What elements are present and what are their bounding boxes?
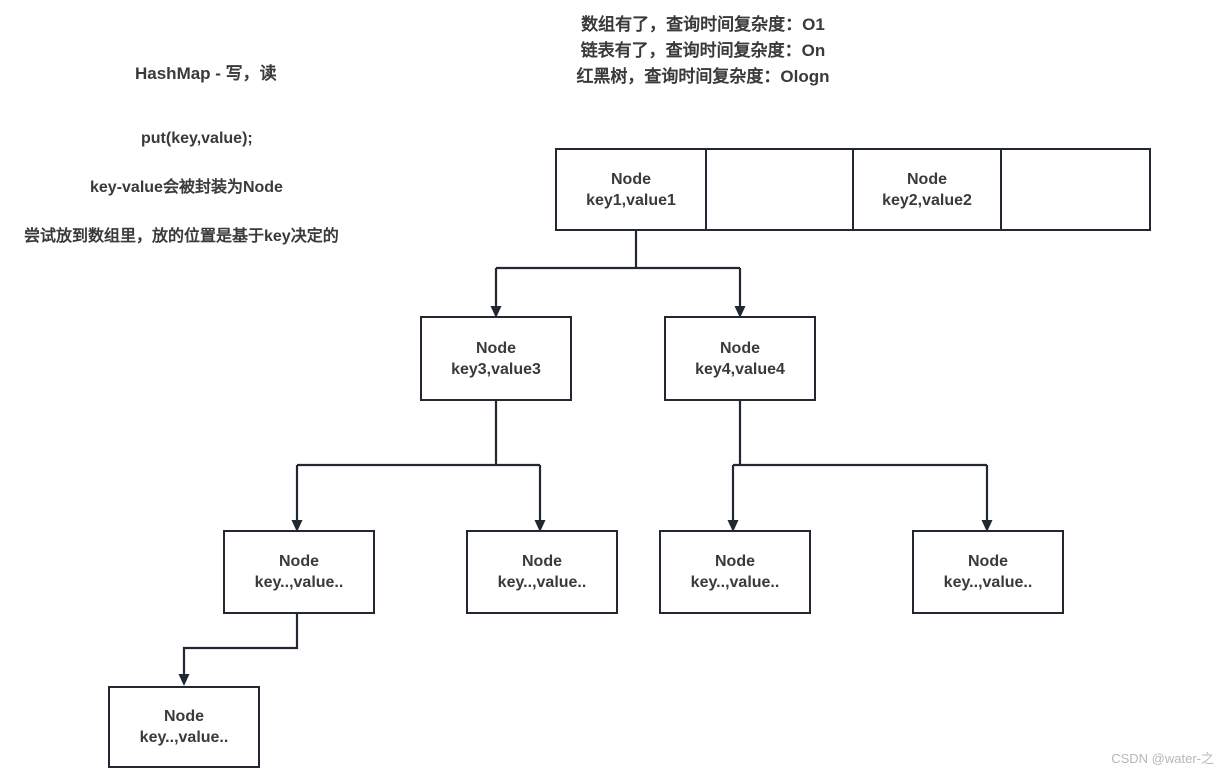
array-cell-0[interactable]: Node key1,value1 <box>557 150 707 229</box>
node-leaf-2-line1: Node <box>522 553 562 570</box>
complexity-note-linkedlist: 链表有了，查询时间复杂度：On <box>580 41 826 60</box>
array-cell-2-line1: Node <box>907 170 947 188</box>
node-leaf-4[interactable]: Node key..,value.. <box>912 530 1064 614</box>
wire-leaf1-to-bottom <box>182 613 299 680</box>
array-cell-2-line2: key2,value2 <box>882 191 972 209</box>
note-node-wrap: key-value会被封装为Node <box>90 179 283 196</box>
array-cell-2[interactable]: Node key2,value2 <box>854 150 1002 229</box>
note-array-placement: 尝试放到数组里，放的位置是基于key决定的 <box>24 228 339 245</box>
node-key4-line2: key4,value4 <box>695 360 785 378</box>
node-leaf-1-line1: Node <box>279 553 319 570</box>
node-leaf-bottom-line1: Node <box>164 708 204 725</box>
arrowhead-bottom-node <box>178 674 190 686</box>
complexity-note-array: 数组有了，查询时间复杂度：O1 <box>581 15 825 34</box>
node-leaf-4-line1: Node <box>968 553 1008 570</box>
node-key4-line1: Node <box>720 339 760 357</box>
diagram-title: HashMap - 写，读 <box>135 64 277 83</box>
array-cell-0-line1: Node <box>611 170 651 188</box>
node-leaf-bottom[interactable]: Node key..,value.. <box>108 686 260 768</box>
node-leaf-2[interactable]: Node key..,value.. <box>466 530 618 614</box>
node-leaf-2-line2: key..,value.. <box>497 574 587 591</box>
complexity-notes: 数组有了，查询时间复杂度：O1 链表有了，查询时间复杂度：On 红黑树，查询时间… <box>523 12 883 90</box>
note-put-call: put(key,value); <box>141 130 253 147</box>
hash-array-row: Node key1,value1 Node key2,value2 <box>555 148 1151 231</box>
array-cell-0-line2: key1,value1 <box>586 191 676 209</box>
node-key4[interactable]: Node key4,value4 <box>664 316 816 401</box>
array-cell-1[interactable] <box>707 150 854 229</box>
complexity-note-redblacktree: 红黑树，查询时间复杂度：Ologn <box>576 67 830 86</box>
node-key3[interactable]: Node key3,value3 <box>420 316 572 401</box>
node-leaf-3[interactable]: Node key..,value.. <box>659 530 811 614</box>
csdn-watermark: CSDN @water-之 <box>1111 751 1214 766</box>
node-leaf-1[interactable]: Node key..,value.. <box>223 530 375 614</box>
node-key3-line1: Node <box>476 339 516 357</box>
node-key3-line2: key3,value3 <box>451 360 541 378</box>
array-cell-3[interactable] <box>1002 150 1149 229</box>
node-leaf-1-line2: key..,value.. <box>254 574 344 591</box>
node-leaf-3-line1: Node <box>715 553 755 570</box>
node-leaf-3-line2: key..,value.. <box>690 574 780 591</box>
node-leaf-bottom-line2: key..,value.. <box>139 729 229 746</box>
node-leaf-4-line2: key..,value.. <box>943 574 1033 591</box>
